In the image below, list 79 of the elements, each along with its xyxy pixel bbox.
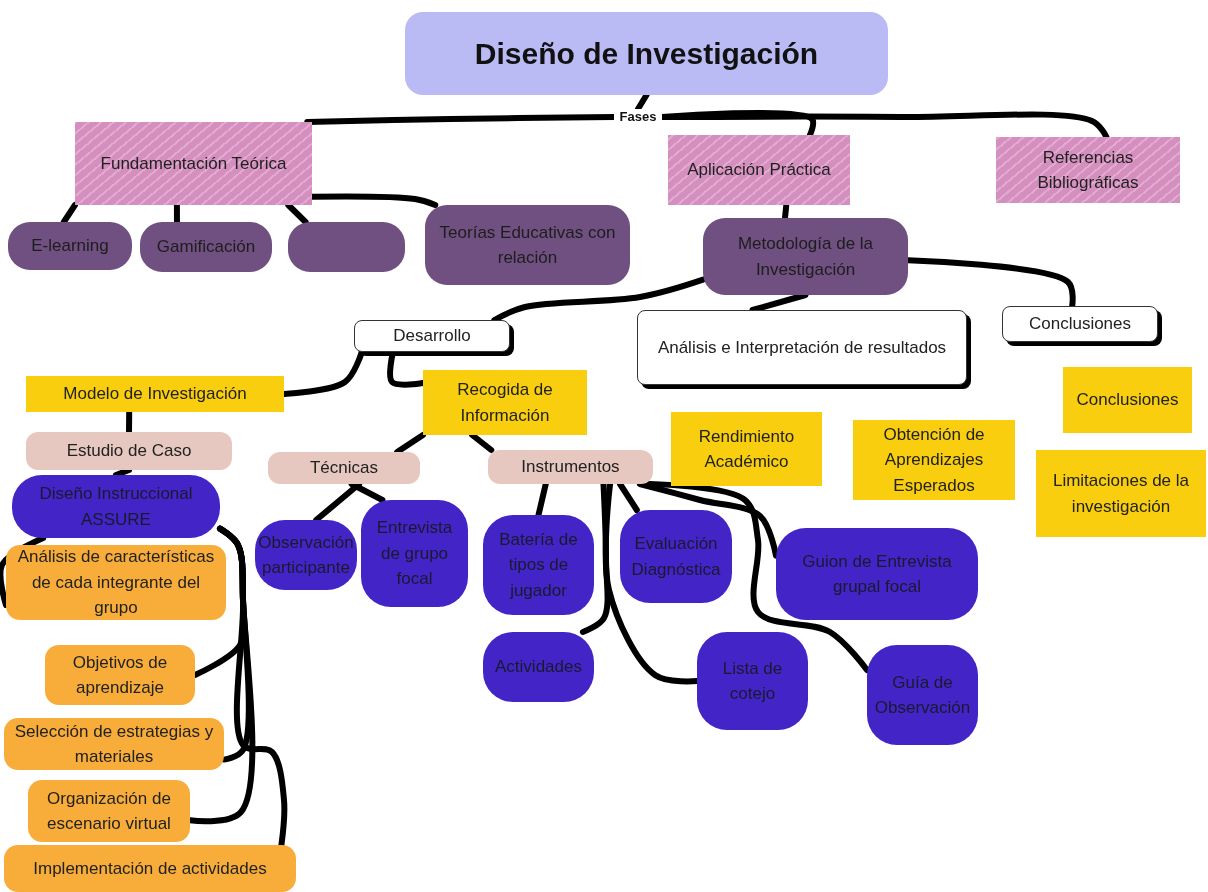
connector-line [394, 432, 426, 455]
group-box [26, 432, 232, 470]
node-label: Gamificación [156, 236, 256, 259]
item-box [620, 510, 732, 603]
node-label: Técnicas [310, 457, 378, 480]
connector-line [535, 481, 549, 518]
node-label: Organización de escenario virtual [46, 787, 172, 835]
node-label: Modelo de Investigación [63, 383, 247, 406]
node-label: Rendimiento Académico [697, 425, 796, 473]
node-label: Referencias Bibliográficas [1036, 146, 1140, 194]
step-box [4, 845, 296, 892]
node-label: Desarrollo [393, 325, 471, 348]
connector-line [217, 525, 288, 848]
connector-line [313, 481, 363, 523]
phase-box [668, 135, 850, 205]
node-label: Observación participante [258, 531, 354, 579]
connector-line [636, 481, 779, 559]
step-box [28, 780, 190, 842]
item-box [255, 520, 357, 590]
connector-line [635, 92, 650, 112]
node-label: Metodología de la Investigación [736, 233, 875, 281]
connector-line [0, 535, 47, 608]
item-box [12, 475, 220, 538]
node-label: Batería de tipos de jugador [498, 528, 579, 602]
node-label: Análisis de características de cada integrante del grupo [16, 546, 216, 620]
phase-box [996, 137, 1180, 203]
item-box [483, 632, 594, 702]
group-box [488, 450, 653, 484]
item-box [867, 645, 978, 745]
connector-line [617, 481, 640, 513]
node-label: Guion de Entrevista grupal focal [801, 550, 953, 598]
node-label: Teorías Educativas con relación [438, 221, 617, 269]
node-label: Fases [619, 108, 657, 127]
node-label: Instrumentos [521, 456, 620, 479]
node-label: Análisis e Interpretación de resultados [657, 336, 947, 359]
connector-line [579, 481, 611, 635]
connector-line [60, 202, 78, 225]
node-label: Lista de cotejo [721, 657, 784, 705]
node-label: Entrevista de grupo focal [375, 517, 454, 591]
node-label: Limitaciones de la investigación [1051, 470, 1191, 518]
node-label: Actividades [495, 656, 582, 679]
topic-box [140, 222, 272, 272]
category-box [1036, 450, 1206, 537]
item-box [361, 500, 468, 607]
connector-line [646, 481, 870, 673]
node-label: Evaluación Diagnóstica [630, 533, 722, 581]
category-box [423, 370, 587, 435]
category-box [671, 412, 822, 486]
node-label: Diseño Instruccional ASSURE [38, 483, 194, 531]
step-box [45, 645, 195, 705]
connector-line [304, 114, 617, 125]
main-topic-label: Diseño de Investigación [474, 36, 819, 72]
item-box [697, 632, 808, 730]
category-box [853, 420, 1015, 500]
node-label: Objetivos de aprendizaje [71, 651, 169, 699]
category-box [1063, 367, 1192, 433]
node-label: Recogida de Información [456, 379, 554, 427]
node-label: Aplicación Práctica [687, 159, 831, 182]
node-label: Fundamentación Teórica [100, 152, 287, 175]
step-box [4, 718, 224, 770]
node-label: Guía de Observación [873, 671, 972, 719]
node-label: Selección de estrategias y materiales [13, 720, 215, 768]
phase-box [75, 122, 312, 205]
topic-box [288, 222, 405, 272]
node-label: Estudio de Caso [66, 440, 192, 463]
title-box [405, 12, 888, 95]
topic-box [8, 222, 132, 270]
connector-line [348, 481, 386, 503]
topic-box [703, 218, 908, 295]
node-label: Conclusiones [1076, 389, 1179, 412]
item-box [776, 528, 978, 620]
node-label: Obtención de Aprendizajes Esperados [882, 423, 986, 497]
node-label: Implementación de actividades [33, 857, 267, 880]
node-label: Conclusiones [1028, 313, 1132, 336]
group-box [268, 452, 420, 484]
node-label: E-learning [31, 235, 109, 258]
topic-box [425, 205, 630, 285]
item-box [483, 515, 594, 615]
category-box [26, 376, 284, 412]
